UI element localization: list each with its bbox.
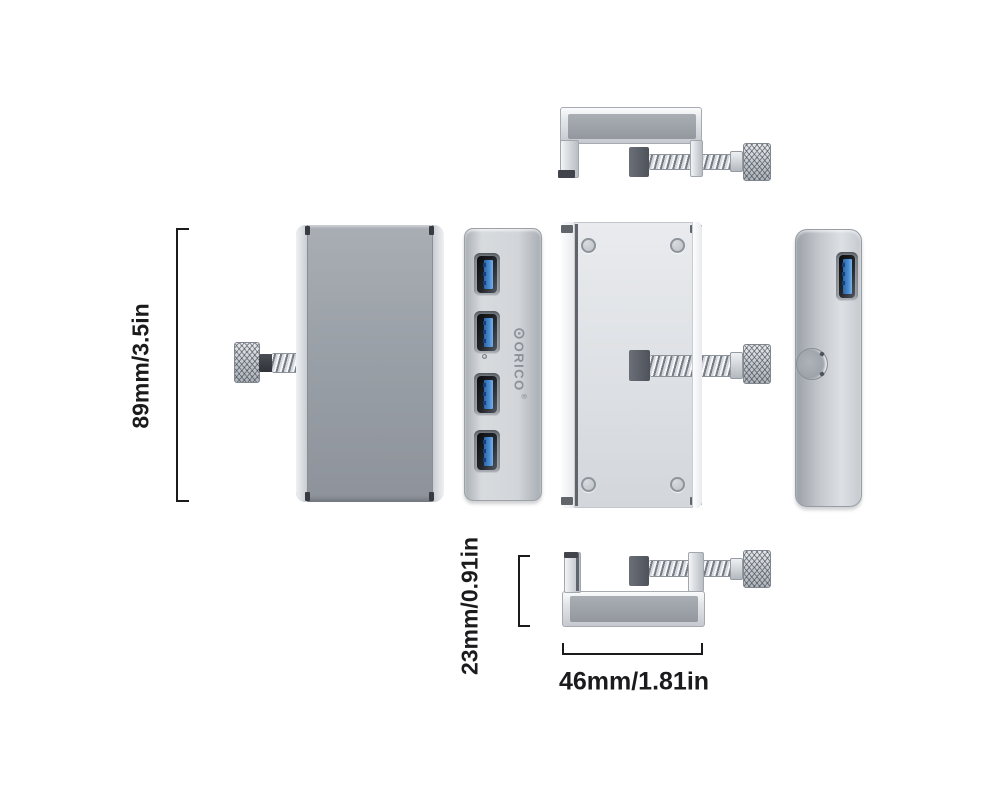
back-corner-notch [305,492,310,501]
usb-port-cavity [477,433,497,470]
base-thumbscrew-knob [743,344,771,384]
usb-port-tongue [483,380,493,409]
clamp-pad [629,147,649,177]
usb-port-tongue [842,259,852,294]
clamp-pad [629,556,649,586]
usb-port [474,311,500,354]
back-left-rail [296,225,308,502]
usb-port-cavity [477,376,497,413]
back-screw-thread [272,353,299,373]
usb-port [474,373,500,416]
back-corner-notch [429,226,434,235]
usb-port-cavity [477,314,497,351]
clamp-thumbscrew-knob [743,550,771,588]
clamp-width-line [562,653,703,655]
registered-mark: ® [519,393,527,399]
back-screw-shaft [259,354,273,372]
base-left-edge [561,222,575,508]
back-corner-notch [429,492,434,501]
back-panel [296,225,443,502]
power-led [482,354,487,359]
height-dimension-label: 89mm/3.5in [127,303,154,429]
base-corner-screw [581,477,596,492]
usb-port-tongue [483,260,493,289]
back-thumbscrew-knob [234,342,260,383]
base-screw-collar [730,352,743,379]
base-groove [575,224,578,506]
clamp-screw-collar [730,558,743,580]
clamp-height-tick-bottom [518,625,530,627]
brand-logo-text: ORICO [511,341,527,392]
base-corner-cap [561,225,573,233]
clamp-width-tick-left [562,643,564,655]
clamp-height-tick-top [518,555,530,557]
brand-logo: ⊙ORICO® [510,327,528,399]
clamp-width-tick-right [701,643,703,655]
clamp-height-label: 23mm/0.91in [456,536,483,676]
side-thumbscrew-knob [796,348,828,380]
back-corner-notch [305,226,310,235]
base-corner-cap [561,497,573,505]
clamp-left-cap [564,552,578,558]
base-corner-screw [670,238,685,253]
base-corner-screw [581,238,596,253]
orico-logo-icon: ⊙ [510,327,528,340]
usb-port [474,253,500,296]
clamp-screw-collar [730,151,743,172]
back-right-rail [432,225,444,502]
usb-port [836,252,858,301]
height-dimension-line [176,228,178,502]
clamp-right-leg [688,552,704,592]
clamp-panel [570,596,698,622]
height-dimension-tick-top [176,228,189,230]
usb-port-cavity [477,256,497,293]
usb-port [474,430,500,473]
usb-port-tongue [483,318,493,347]
clamp-right-leg [690,140,703,177]
clamp-thumbscrew-knob [743,143,771,181]
clamp-left-foot [558,170,575,178]
clamp-left-leg-accent [576,553,579,591]
clamp-panel [568,114,696,139]
usb-port-cavity [839,255,855,298]
height-dimension-tick-bottom [176,500,189,502]
clamp-height-line [518,555,520,627]
clamp-width-label: 46mm/1.81in [558,667,710,696]
base-corner-screw [670,477,685,492]
base-screw-block [629,350,650,381]
usb-port-tongue [483,437,493,466]
base-right-edge [692,222,702,508]
